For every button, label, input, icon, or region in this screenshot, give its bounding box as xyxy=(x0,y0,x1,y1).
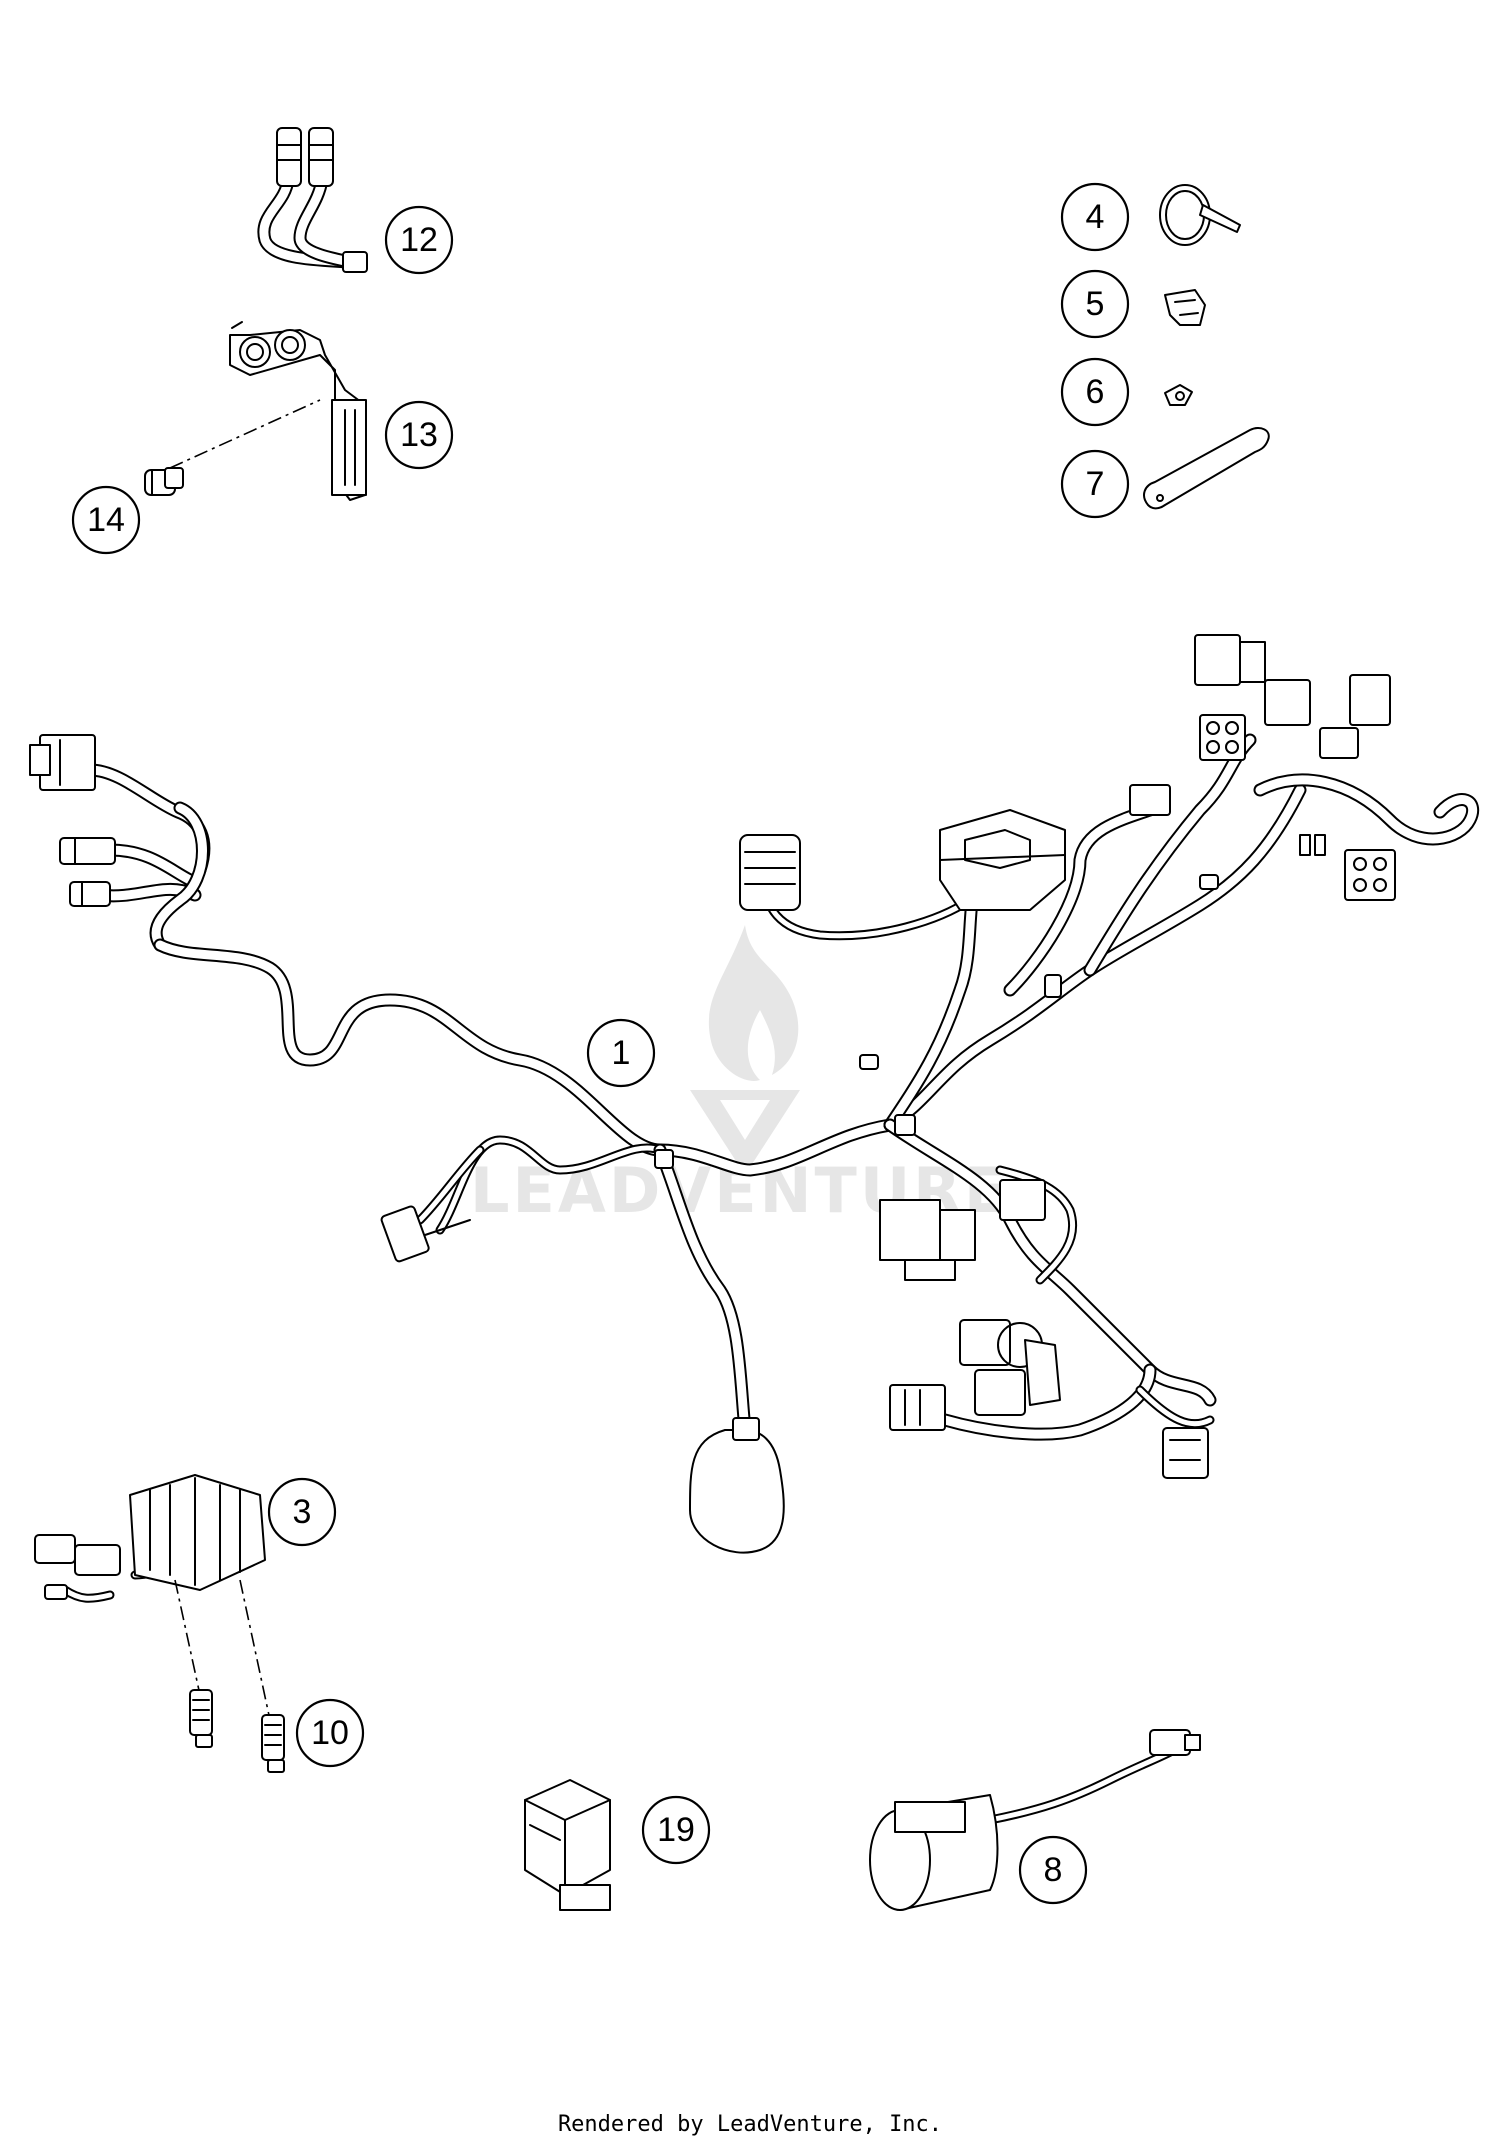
part-10-screws xyxy=(189,1689,285,1773)
leader-14-to-13 xyxy=(169,399,321,469)
leader-10b xyxy=(239,1579,271,1721)
callout-7[interactable]: 7 xyxy=(1060,449,1130,519)
callout-19[interactable]: 19 xyxy=(641,1795,711,1865)
callout-8[interactable]: 8 xyxy=(1018,1835,1088,1905)
svg-text:8: 8 xyxy=(1044,1851,1063,1889)
part-7-strap xyxy=(1143,427,1270,510)
callout-13[interactable]: 13 xyxy=(384,400,454,470)
leader-10a xyxy=(174,1579,201,1696)
part-12-connector-pigtail xyxy=(257,127,368,273)
svg-text:7: 7 xyxy=(1086,465,1105,503)
part-19-relay xyxy=(524,1779,611,1911)
svg-text:6: 6 xyxy=(1086,373,1105,411)
svg-text:13: 13 xyxy=(400,416,438,454)
callout-4[interactable]: 4 xyxy=(1060,182,1130,252)
svg-text:3: 3 xyxy=(293,1493,312,1531)
svg-text:12: 12 xyxy=(400,221,438,259)
part-5-clip xyxy=(1164,289,1206,326)
svg-text:4: 4 xyxy=(1086,198,1105,236)
svg-text:14: 14 xyxy=(87,501,125,539)
callout-3[interactable]: 3 xyxy=(267,1477,337,1547)
svg-text:1: 1 xyxy=(612,1034,631,1072)
part-1-main-harness xyxy=(29,634,1480,1554)
part-13-holder-bracket xyxy=(229,321,367,501)
callout-10[interactable]: 10 xyxy=(295,1698,365,1768)
part-6-small-clip xyxy=(1164,384,1193,406)
part-8-component xyxy=(869,1729,1201,1911)
svg-text:5: 5 xyxy=(1086,285,1105,323)
callout-12[interactable]: 12 xyxy=(384,205,454,275)
callout-6[interactable]: 6 xyxy=(1060,357,1130,427)
part-14-bolt xyxy=(144,467,184,496)
svg-text:19: 19 xyxy=(657,1811,695,1849)
part-3-regulator xyxy=(34,1474,266,1603)
watermark-flame xyxy=(708,925,799,1081)
footer-credit: Rendered by LeadVenture, Inc. xyxy=(557,2112,943,2137)
callout-5[interactable]: 5 xyxy=(1060,269,1130,339)
part-4-cable-tie xyxy=(1159,184,1241,246)
watermark-v-mark xyxy=(690,1090,800,1175)
svg-text:10: 10 xyxy=(311,1714,349,1752)
callout-1[interactable]: 1 xyxy=(586,1018,656,1088)
callout-14[interactable]: 14 xyxy=(71,485,141,555)
